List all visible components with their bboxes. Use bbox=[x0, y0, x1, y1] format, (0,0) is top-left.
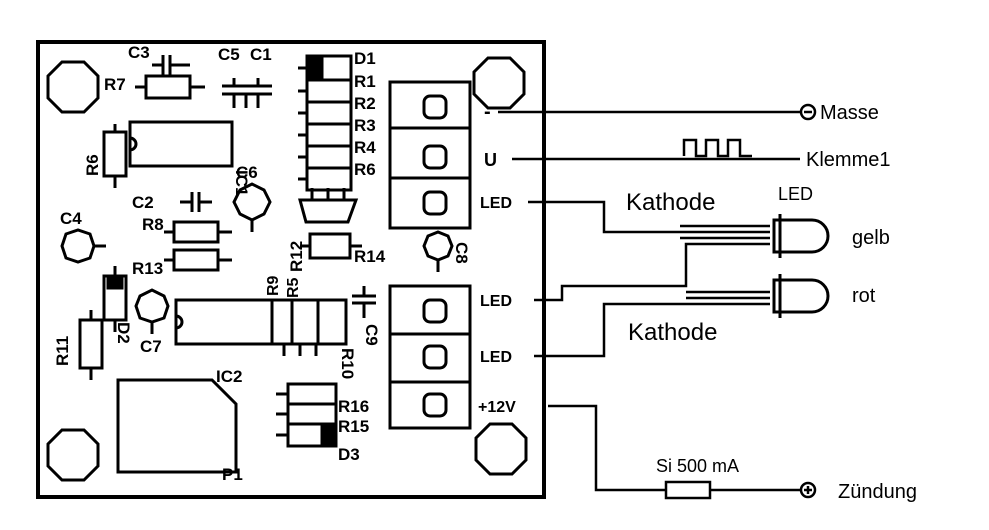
terminal-label-led-1: LED bbox=[480, 195, 512, 212]
ic2-socket bbox=[174, 298, 348, 346]
label-r4: R4 bbox=[354, 138, 376, 157]
terminal-block-top bbox=[388, 80, 472, 230]
label-r16: R16 bbox=[338, 397, 369, 416]
mounting-pad-top-right bbox=[472, 56, 526, 110]
label-kathode-top: Kathode bbox=[626, 189, 715, 216]
resistor-r7 bbox=[144, 74, 192, 100]
masse-terminal bbox=[799, 103, 817, 121]
label-ic1: IC1 bbox=[232, 170, 251, 196]
label-kathode-bottom: Kathode bbox=[628, 319, 717, 346]
label-gelb: gelb bbox=[852, 227, 890, 249]
label-rot: rot bbox=[852, 285, 876, 307]
pcb-outline bbox=[36, 40, 546, 499]
label-c3: C3 bbox=[128, 43, 150, 62]
mounting-pads bbox=[46, 56, 528, 482]
label-r7: R7 bbox=[104, 75, 126, 94]
terminal-labels: - U LED LED LED +12V bbox=[478, 101, 516, 416]
mounting-pad-top-left bbox=[46, 60, 100, 114]
label-r10: R10 bbox=[338, 348, 357, 379]
label-c9: C9 bbox=[362, 324, 381, 346]
label-c6: C6 bbox=[236, 163, 258, 182]
label-r12: R12 bbox=[287, 241, 306, 272]
label-led-title: LED bbox=[778, 184, 813, 204]
label-d2: D2 bbox=[114, 322, 133, 344]
pulse-signal-icon bbox=[682, 138, 752, 158]
label-d3: D3 bbox=[338, 445, 360, 464]
label-zuendung: Zündung bbox=[838, 481, 917, 503]
terminal-label-u: U bbox=[484, 150, 497, 170]
terminal-block-bottom bbox=[388, 284, 472, 430]
led-gelb-icon bbox=[772, 218, 830, 254]
mounting-pad-bottom-right bbox=[474, 422, 528, 476]
label-c7: C7 bbox=[140, 337, 162, 356]
fuse-icon bbox=[664, 480, 712, 500]
zuendung-terminal bbox=[799, 481, 817, 499]
ic1 bbox=[128, 120, 234, 168]
label-r3: R3 bbox=[354, 116, 376, 135]
led-components bbox=[772, 214, 830, 318]
label-c2: C2 bbox=[132, 193, 154, 212]
terminal-label-plus12v: +12V bbox=[478, 399, 516, 416]
label-r14: R14 bbox=[354, 247, 386, 266]
label-r1: R1 bbox=[354, 72, 376, 91]
label-c4: C4 bbox=[60, 209, 82, 228]
label-ic2: IC2 bbox=[216, 367, 242, 386]
pcb-labels: C3 R7 C5 C1 D1 R1 R2 R3 R4 R6 R6 IC1 C6 … bbox=[53, 43, 471, 484]
mounting-pad-bottom-left bbox=[46, 428, 100, 482]
label-p1: P1 bbox=[222, 465, 243, 484]
label-r2: R2 bbox=[354, 94, 376, 113]
label-d1: D1 bbox=[354, 49, 376, 68]
label-r11: R11 bbox=[53, 336, 72, 366]
label-r6: R6 bbox=[83, 154, 102, 176]
terminal-label-led-3: LED bbox=[480, 349, 512, 366]
external-labels: Masse Klemme1 LED Kathode gelb rot Katho… bbox=[626, 102, 917, 503]
components bbox=[60, 54, 454, 474]
label-r9: R9 bbox=[265, 275, 282, 296]
label-fuse: Si 500 mA bbox=[656, 456, 739, 476]
label-c8: C8 bbox=[452, 242, 471, 264]
label-r15: R15 bbox=[338, 417, 369, 436]
label-c5: C5 bbox=[218, 45, 240, 64]
terminal-label-minus: - bbox=[484, 101, 491, 123]
label-r13: R13 bbox=[132, 259, 163, 278]
label-r6b: R6 bbox=[354, 160, 376, 179]
label-r8: R8 bbox=[142, 215, 164, 234]
potentiometer-p1 bbox=[116, 378, 238, 474]
label-masse: Masse bbox=[820, 102, 879, 124]
label-r5: R5 bbox=[285, 277, 302, 298]
label-klemme1: Klemme1 bbox=[806, 149, 890, 171]
terminal-label-led-2: LED bbox=[480, 293, 512, 310]
label-c1: C1 bbox=[250, 45, 272, 64]
external-wiring bbox=[498, 103, 817, 500]
led-rot-icon bbox=[772, 278, 830, 314]
